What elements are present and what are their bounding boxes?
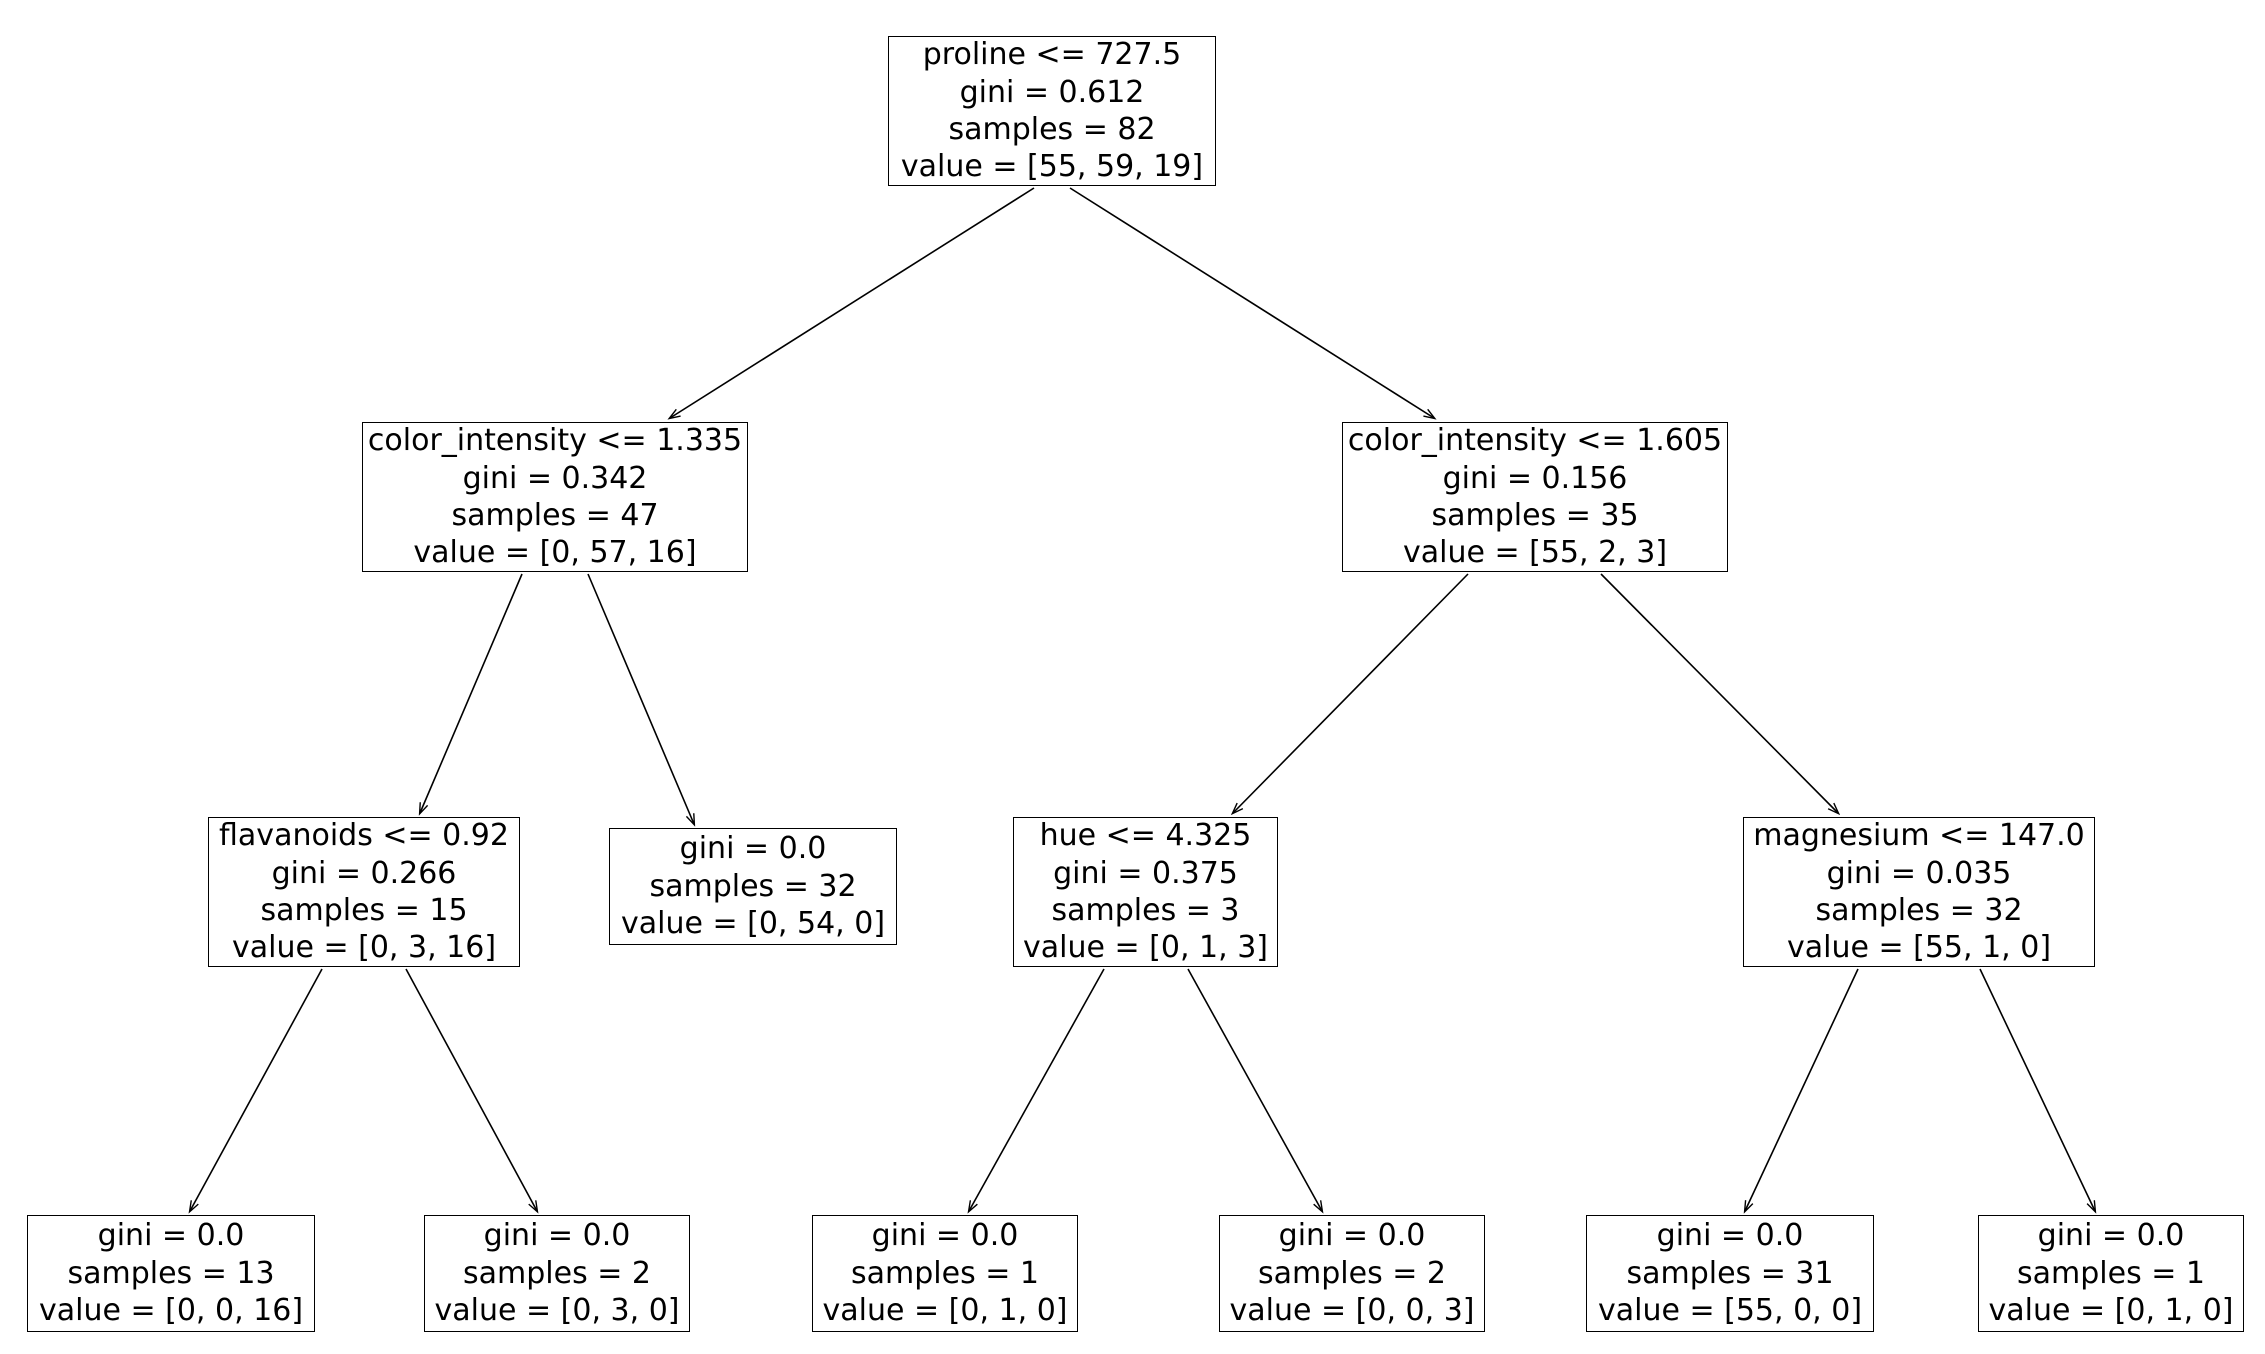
node-gini: gini = 0.0	[97, 1218, 245, 1254]
node-condition: flavanoids <= 0.92	[219, 818, 509, 854]
node-gini: gini = 0.0	[679, 831, 827, 867]
node-gini: gini = 0.0	[1656, 1218, 1804, 1254]
node-value: value = [0, 3, 16]	[231, 930, 497, 966]
node-value: value = [55, 59, 19]	[900, 149, 1204, 185]
tree-edge-n2-to-n6	[1600, 573, 1838, 813]
node-samples: samples = 1	[2017, 1255, 2205, 1291]
node-samples: samples = 47	[451, 498, 659, 533]
node-gini: gini = 0.0	[871, 1218, 1019, 1254]
node-samples: samples = 31	[1626, 1255, 1834, 1291]
node-value: value = [55, 1, 0]	[1786, 930, 2052, 966]
node-gini: gini = 0.375	[1053, 855, 1238, 891]
tree-edge-n5-to-n9	[969, 968, 1105, 1211]
node-condition: magnesium <= 147.0	[1753, 818, 2085, 854]
node-gini: gini = 0.612	[959, 74, 1145, 110]
node-gini: gini = 0.035	[1826, 855, 2012, 891]
node-samples: samples = 15	[260, 893, 468, 928]
node-gini: gini = 0.266	[271, 855, 457, 891]
node-value: value = [0, 1, 0]	[822, 1293, 1068, 1329]
tree-edges	[190, 187, 2095, 1211]
node-value: value = [0, 57, 16]	[413, 535, 697, 571]
node-condition: proline <= 727.5	[922, 37, 1182, 73]
node-samples: samples = 82	[948, 112, 1156, 147]
node-samples: samples = 2	[1258, 1255, 1446, 1291]
node-samples: samples = 35	[1431, 498, 1639, 533]
node-gini: gini = 0.0	[483, 1218, 631, 1254]
tree-edge-n0-to-n1	[670, 187, 1035, 418]
node-samples: samples = 13	[67, 1255, 275, 1291]
node-value: value = [55, 2, 3]	[1402, 535, 1668, 571]
tree-edge-n6-to-n11	[1745, 968, 1859, 1211]
node-samples: samples = 3	[1051, 893, 1240, 928]
tree-edge-n2-to-n5	[1233, 573, 1469, 813]
node-value: value = [0, 3, 0]	[434, 1293, 680, 1329]
tree-edge-n3-to-n8	[405, 968, 537, 1211]
tree-edge-n5-to-n10	[1187, 968, 1322, 1211]
node-gini: gini = 0.342	[462, 460, 648, 496]
node-samples: samples = 32	[1815, 893, 2023, 928]
tree-edge-n1-to-n4	[587, 573, 694, 824]
node-value: value = [0, 1, 3]	[1023, 930, 1268, 966]
node-gini: gini = 0.0	[2037, 1218, 2185, 1254]
node-condition: color_intensity <= 1.605	[1347, 423, 1723, 459]
node-value: value = [0, 1, 0]	[1988, 1293, 2234, 1329]
node-value: value = [0, 54, 0]	[620, 906, 886, 942]
node-gini: gini = 0.0	[1278, 1218, 1426, 1254]
tree-edge-n6-to-n12	[1979, 968, 2095, 1211]
node-samples: samples = 2	[463, 1255, 651, 1291]
node-gini: gini = 0.156	[1442, 460, 1628, 496]
tree-edge-n1-to-n3	[420, 573, 523, 813]
node-condition: color_intensity <= 1.335	[367, 423, 743, 459]
tree-edge-n3-to-n7	[190, 968, 323, 1211]
node-samples: samples = 32	[649, 868, 857, 904]
node-value: value = [0, 0, 3]	[1229, 1293, 1475, 1329]
node-condition: hue <= 4.325	[1039, 818, 1252, 854]
node-value: value = [0, 0, 16]	[38, 1293, 304, 1329]
node-samples: samples = 1	[851, 1255, 1039, 1291]
tree-edge-n0-to-n2	[1069, 187, 1434, 418]
node-value: value = [55, 0, 0]	[1597, 1293, 1863, 1329]
